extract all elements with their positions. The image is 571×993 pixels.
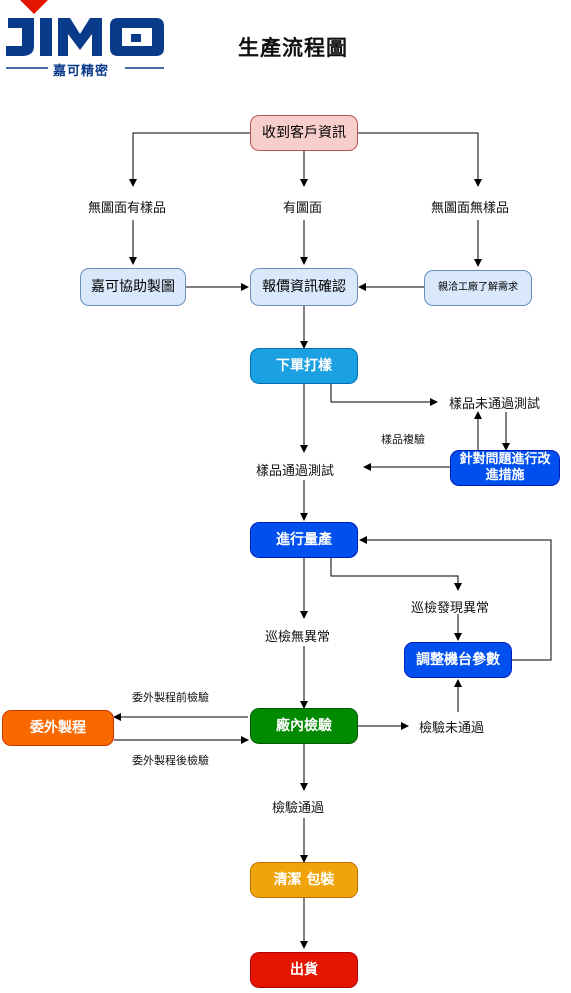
node-improve-measures-label: 針對問題進行改進措施 (459, 452, 551, 483)
node-order-sample-label: 下單打樣 (276, 357, 332, 374)
node-ship: 出貨 (250, 952, 358, 988)
node-clean-pack: 清潔 包裝 (250, 862, 358, 898)
node-receive-info-label: 收到客戶資訊 (262, 124, 346, 141)
label-before-outsource-inspect: 委外製程前檢驗 (132, 691, 209, 704)
label-patrol-found-abnormal: 巡檢發現異常 (411, 601, 490, 616)
label-no-drawing-has-sample: 無圖面有樣品 (88, 201, 167, 216)
node-improve-measures: 針對問題進行改進措施 (450, 450, 560, 486)
edge-receive-right (358, 132, 482, 187)
company-logo: 嘉可精密 (0, 0, 170, 82)
label-sample-pass: 樣品通過測試 (256, 464, 335, 479)
node-consult-factory-label: 親洽工廠了解需求 (438, 282, 518, 293)
label-after-outsource-inspect: 委外製程後檢驗 (132, 754, 209, 767)
node-receive-info: 收到客戶資訊 (250, 115, 358, 151)
node-outsource-label: 委外製程 (30, 719, 86, 736)
edge-adjust-to-mass (359, 536, 552, 661)
page-title: 生產流程圖 (238, 36, 348, 60)
node-consult-factory: 親洽工廠了解需求 (424, 270, 532, 306)
label-has-drawing: 有圖面 (283, 201, 323, 216)
node-outsource: 委外製程 (2, 710, 114, 746)
label-patrol-no-abnormal: 巡檢無異常 (265, 630, 331, 645)
node-order-sample: 下單打樣 (250, 348, 358, 384)
edge-order-to-fail (330, 384, 438, 406)
label-sample-recheck: 樣品複驗 (381, 433, 425, 446)
node-adjust-machine-label: 調整機台參數 (416, 651, 500, 668)
node-clean-pack-label: 清潔 包裝 (273, 871, 335, 888)
logo-graphic (6, 0, 164, 69)
node-quote-confirm-label: 報價資訊確認 (262, 278, 346, 295)
node-adjust-machine: 調整機台參數 (404, 642, 512, 678)
node-factory-inspection-label: 廠內檢驗 (276, 717, 332, 734)
label-no-drawing-no-sample: 無圖面無樣品 (431, 201, 510, 216)
edge-mass-to-found (330, 558, 462, 591)
edge-receive-left (129, 132, 250, 187)
node-mass-production-label: 進行量產 (276, 531, 332, 548)
label-sample-fail: 樣品未通過測試 (449, 397, 541, 412)
node-jiake-assist-label: 嘉可協助製圖 (91, 278, 175, 295)
node-ship-label: 出貨 (290, 961, 318, 978)
node-quote-confirm: 報價資訊確認 (250, 268, 358, 306)
node-mass-production: 進行量產 (250, 522, 358, 558)
label-inspection-fail: 檢驗未通過 (419, 721, 485, 736)
node-jiake-assist: 嘉可協助製圖 (80, 268, 186, 306)
label-inspection-pass: 檢驗通過 (272, 801, 325, 816)
logo-subtitle: 嘉可精密 (53, 64, 110, 79)
node-factory-inspection: 廠內檢驗 (250, 708, 358, 744)
